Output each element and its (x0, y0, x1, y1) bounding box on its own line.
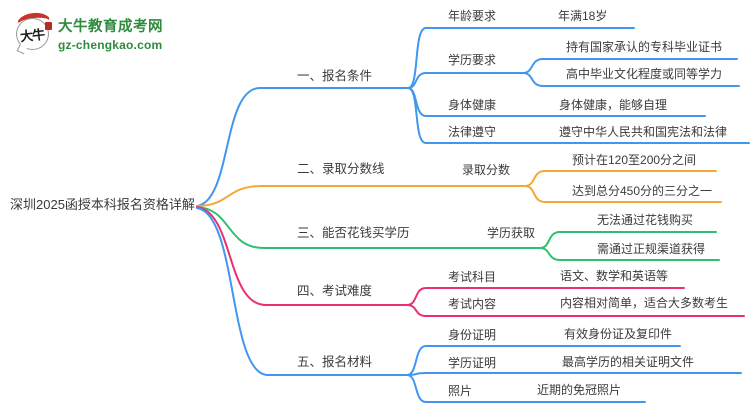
connector-branch5-diploma (406, 372, 742, 376)
site-name: 大牛教育成考网 (58, 19, 163, 35)
central-topic-label: 深圳2025函授本科报名资格详解 (10, 197, 195, 212)
branch5-diploma-label: 学历证明 (448, 356, 497, 370)
branch2-score-third-value: 达到总分450分的三分之一 (572, 184, 713, 198)
branch5-label: 五、报名材料 (297, 355, 373, 369)
branch1-health-label: 身体健康 (448, 98, 497, 112)
branch5-id-label: 身份证明 (448, 328, 497, 342)
branch3-label: 三、能否花钱买学历 (297, 226, 410, 240)
branch1-edu-label: 学历要求 (448, 53, 497, 67)
connector-branch1 (196, 87, 409, 207)
branch1-age-label: 年龄要求 (448, 9, 497, 23)
connector-branch4-content (406, 304, 745, 317)
logo-icon-text: 大牛 (19, 26, 46, 44)
branch5-id-value: 有效身份证及复印件 (564, 327, 673, 341)
branch2-score-label: 录取分数 (462, 163, 511, 177)
site-url: gz-chengkao.com (58, 38, 163, 52)
connector-branch5 (196, 207, 408, 376)
connector-branch3-formal (539, 247, 720, 261)
branch1-edu-college-value: 持有国家承认的专科毕业证书 (566, 40, 723, 54)
branch2-score-range-value: 预计在120至200分之间 (572, 153, 697, 167)
branch2-label: 二、录取分数线 (297, 162, 385, 176)
connector-branch3 (196, 206, 541, 249)
branch1-law-value: 遵守中华人民共和国宪法和法律 (559, 125, 728, 139)
branch4-content-value: 内容相对简单，适合大多数考生 (560, 296, 729, 310)
branch5-photo-value: 近期的免冠照片 (537, 383, 622, 397)
branch1-age-value: 年满18岁 (558, 9, 608, 23)
connector-branch5-photo (406, 374, 646, 403)
connector-branch2-score-third (524, 185, 722, 203)
branch3-obtain-label: 学历获取 (487, 226, 536, 240)
branch4-content-label: 考试内容 (448, 297, 497, 311)
connector-branch1-age (407, 27, 635, 89)
logo-red-seal-icon (45, 22, 52, 30)
site-logo: 大牛 大牛教育成考网 gz-chengkao.com (14, 11, 163, 55)
branch1-health-value: 身体健康，能够自理 (559, 98, 668, 112)
branch1-law-label: 法律遵守 (448, 125, 497, 139)
branch5-diploma-value: 最高学历的相关证明文件 (562, 355, 695, 369)
connector-branch2 (196, 185, 526, 207)
daniu-logo-icon: 大牛 (14, 11, 54, 55)
logo-text-block: 大牛教育成考网 gz-chengkao.com (58, 13, 163, 52)
branch4-label: 四、考试难度 (297, 284, 373, 298)
branch4-subjects-value: 语文、数学和英语等 (560, 269, 669, 283)
branch1-label: 一、报名条件 (297, 69, 373, 83)
connector-branch1-law (407, 87, 750, 144)
connector-branch1-edu (407, 72, 524, 89)
connector-branch1-edu-highschool (522, 72, 740, 87)
branch4-subjects-label: 考试科目 (448, 270, 497, 284)
branch3-formal-value: 需通过正规渠道获得 (597, 242, 706, 256)
branch5-photo-label: 照片 (448, 384, 473, 398)
branch1-edu-highschool-value: 高中毕业文化程度或同等学力 (566, 67, 723, 81)
connector-branch4 (196, 206, 408, 306)
branch3-nobuy-value: 无法通过花钱购买 (597, 213, 694, 227)
